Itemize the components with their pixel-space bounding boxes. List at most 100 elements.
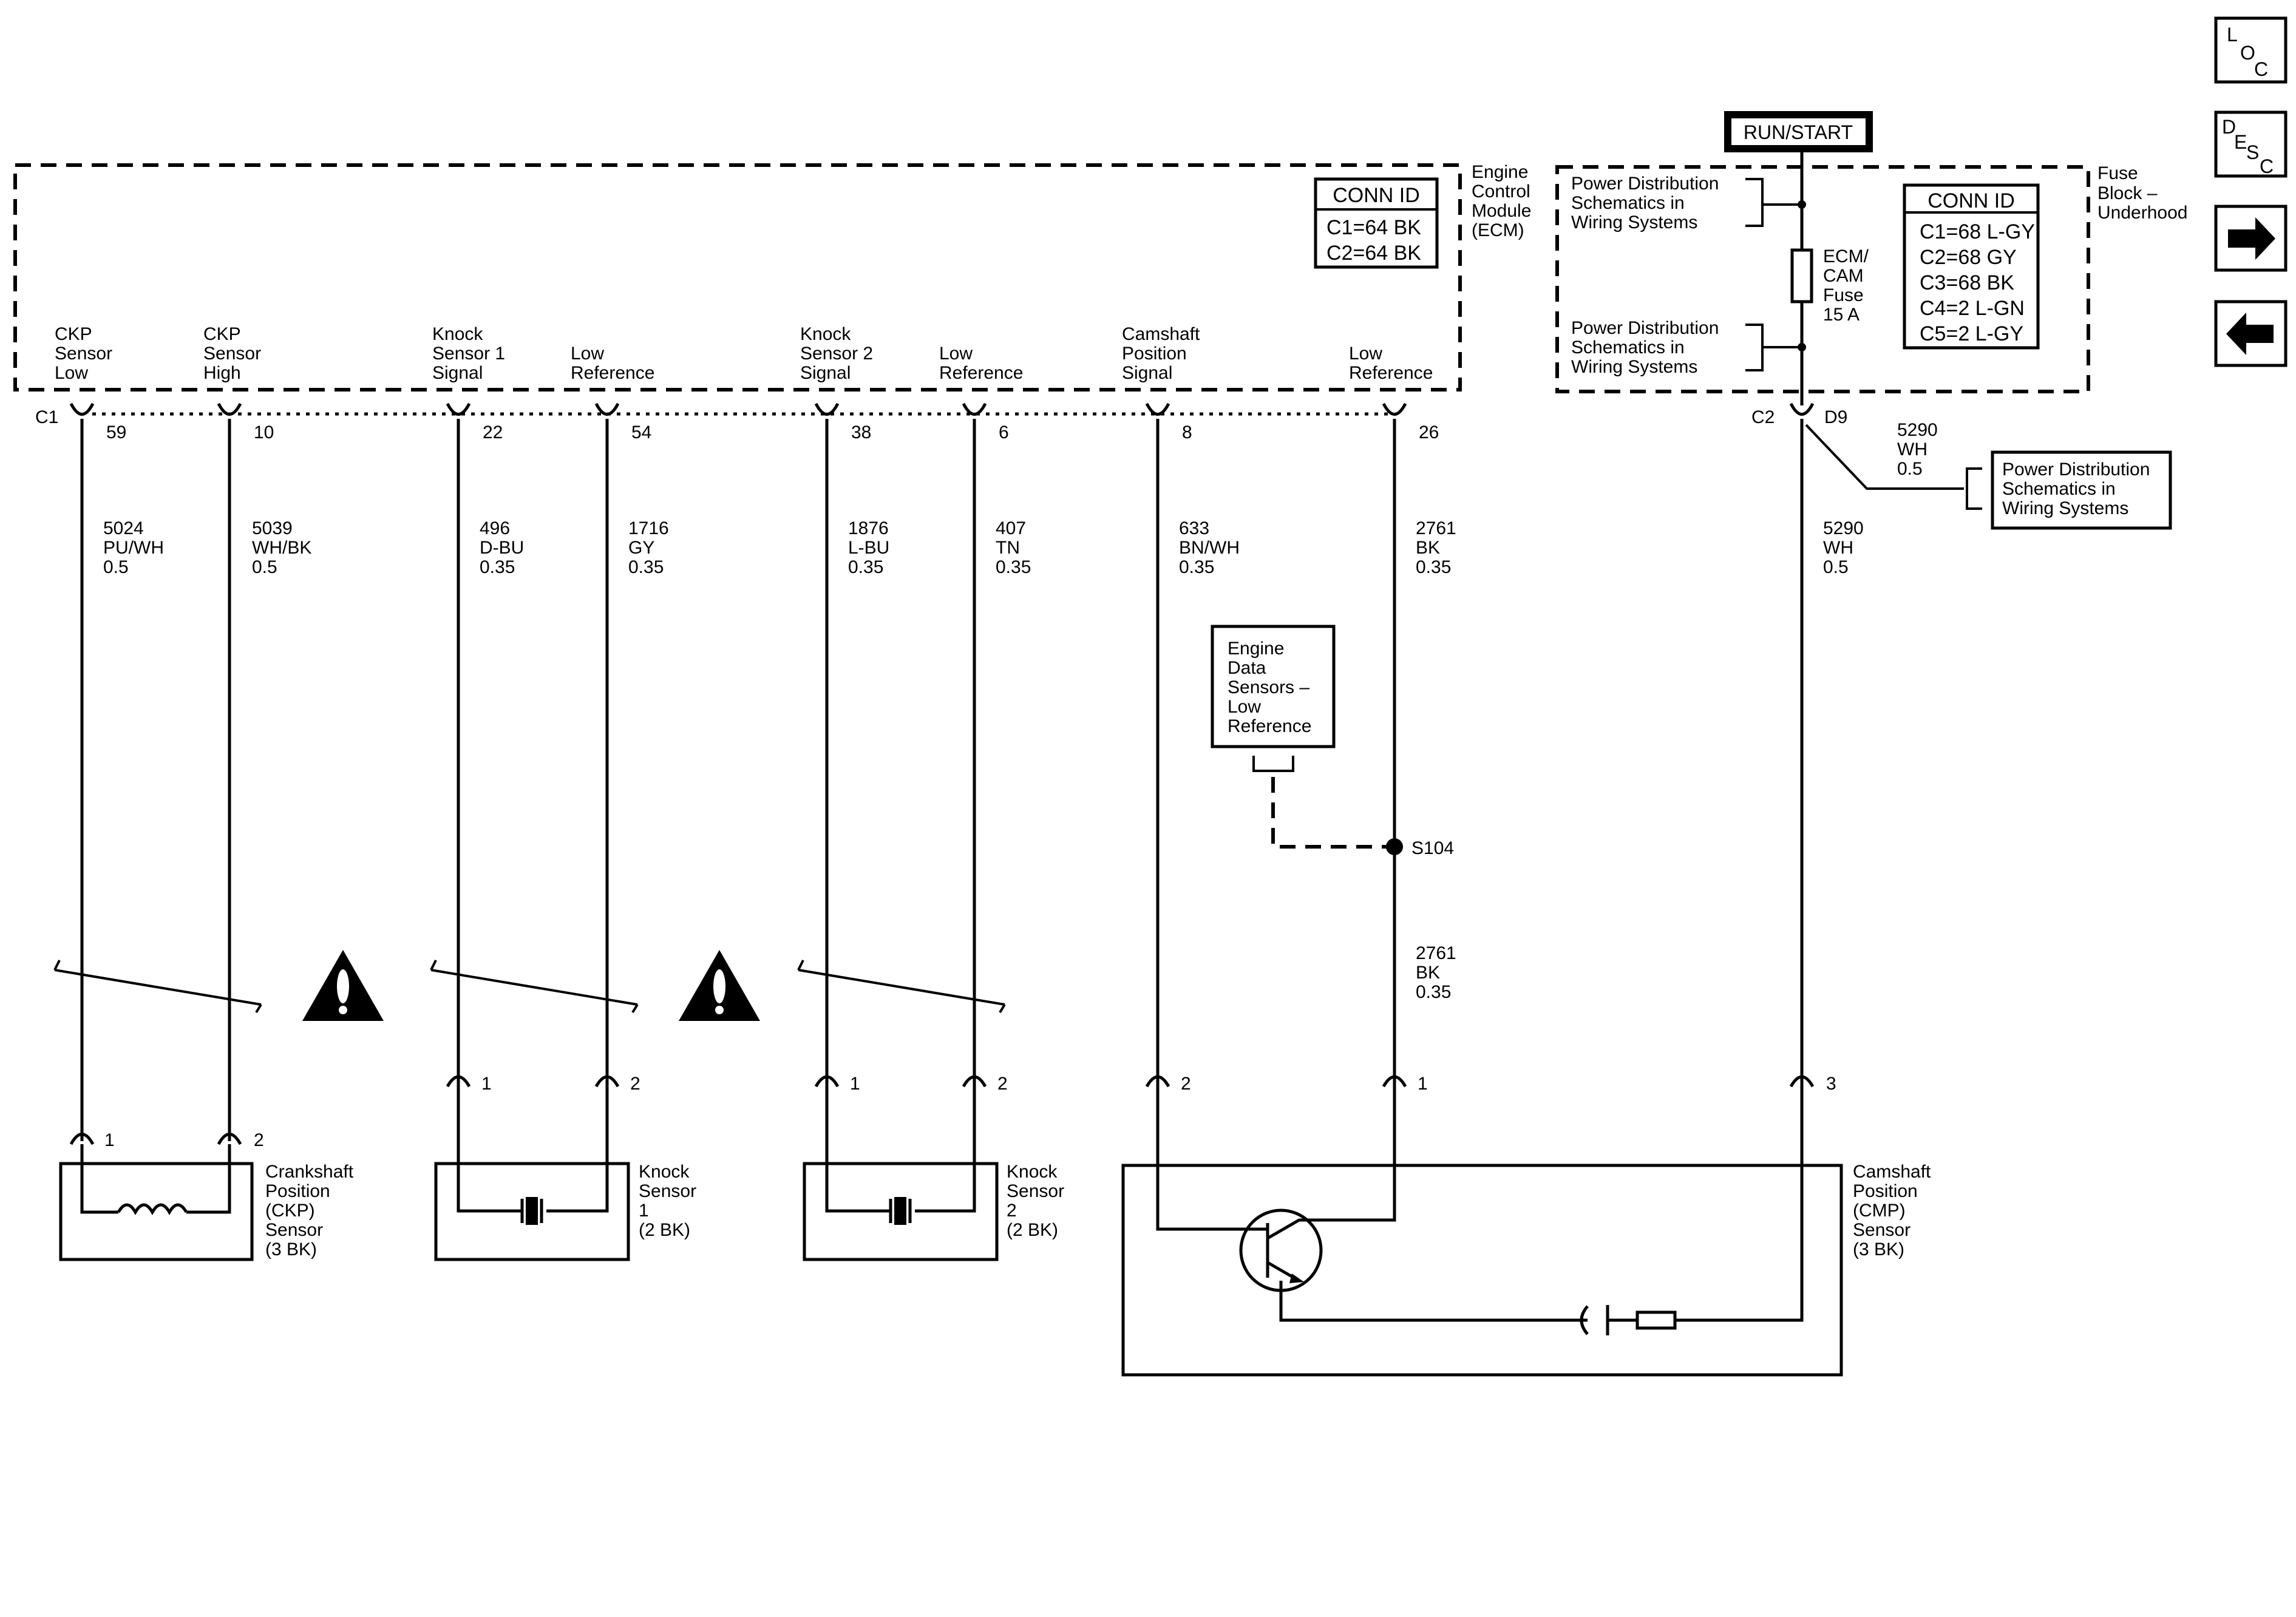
svg-text:5290: 5290	[1897, 420, 1938, 440]
desc-button[interactable]: D E S C	[2214, 110, 2288, 178]
ecm-pin-numbers: 59 10 22 54 38 6 8 26	[106, 422, 1439, 442]
splice-s104	[1386, 838, 1403, 855]
fuse-junction-dot	[1798, 343, 1806, 351]
svg-text:1: 1	[639, 1201, 649, 1221]
svg-text:5290: 5290	[1823, 518, 1864, 538]
svg-text:(3 BK): (3 BK)	[1853, 1239, 1904, 1259]
svg-text:Underhood: Underhood	[2097, 203, 2187, 223]
svg-text:CONN ID: CONN ID	[1927, 189, 2015, 212]
svg-text:Block –: Block –	[2097, 183, 2158, 203]
power-distribution-ref-1: Power Distribution Schematics in Wiring …	[1571, 174, 1802, 232]
svg-text:C1=68 L-GY: C1=68 L-GY	[1920, 220, 2035, 243]
piezo-crystal-icon	[526, 1197, 538, 1225]
svg-text:26: 26	[1419, 422, 1439, 442]
svg-text:0.35: 0.35	[480, 557, 515, 577]
svg-text:3: 3	[1826, 1074, 1836, 1094]
svg-text:D-BU: D-BU	[480, 538, 524, 558]
svg-text:CONN ID: CONN ID	[1333, 184, 1420, 207]
fuse-block-wire-label: 5290 WH 0.5	[1823, 518, 1864, 577]
svg-text:CKP: CKP	[203, 324, 241, 344]
svg-text:(CKP): (CKP)	[265, 1201, 315, 1221]
fuse-block-pin: D9	[1824, 407, 1847, 427]
next-button[interactable]	[2214, 205, 2288, 272]
svg-text:1: 1	[104, 1130, 115, 1150]
svg-text:WH/BK: WH/BK	[252, 538, 311, 558]
twisted-pair-marks	[53, 960, 1006, 1014]
svg-text:Control: Control	[1472, 181, 1530, 202]
svg-text:Power Distribution: Power Distribution	[1571, 174, 1719, 194]
svg-text:Sensor: Sensor	[1007, 1181, 1064, 1201]
svg-text:E: E	[2234, 131, 2247, 153]
svg-text:0.35: 0.35	[1179, 557, 1214, 577]
ecm-pin-terminals	[69, 402, 1407, 416]
svg-text:0.5: 0.5	[252, 557, 277, 577]
svg-text:Position: Position	[1122, 344, 1187, 364]
svg-text:Reference: Reference	[571, 363, 654, 383]
svg-text:Fuse: Fuse	[1823, 285, 1864, 305]
svg-text:0.35: 0.35	[1416, 982, 1451, 1002]
svg-text:1716: 1716	[628, 518, 669, 538]
splice-dashed-link	[1271, 777, 1394, 849]
svg-text:WH: WH	[1897, 439, 1927, 459]
svg-text:Sensor 1: Sensor 1	[432, 344, 505, 364]
power-distribution-ref-3: Power Distribution Schematics in Wiring …	[1966, 450, 2172, 530]
svg-text:L: L	[2227, 24, 2238, 46]
svg-text:BK: BK	[1416, 963, 1440, 983]
svg-text:Position: Position	[1853, 1181, 1918, 1201]
run-start-button[interactable]: RUN/START	[1724, 111, 1873, 152]
svg-text:15 A: 15 A	[1823, 305, 1860, 325]
svg-text:0.5: 0.5	[103, 557, 129, 577]
svg-text:Reference: Reference	[1349, 363, 1433, 383]
svg-text:Engine: Engine	[1228, 639, 1284, 659]
fuse-block-boundary	[1555, 165, 2090, 393]
svg-text:Wiring Systems: Wiring Systems	[1571, 212, 1697, 232]
power-distribution-ref-2: Power Distribution Schematics in Wiring …	[1571, 318, 1802, 377]
arrow-right-icon	[2228, 217, 2275, 260]
svg-text:Power Distribution: Power Distribution	[2002, 459, 2150, 480]
svg-text:S: S	[2246, 141, 2259, 163]
warning-triangle-icon	[302, 950, 384, 1021]
svg-text:Position: Position	[265, 1181, 330, 1201]
svg-text:2: 2	[630, 1074, 640, 1094]
svg-text:Sensor 2: Sensor 2	[800, 344, 873, 364]
svg-text:C4=2 L-GN: C4=2 L-GN	[1920, 297, 2025, 320]
svg-text:496: 496	[480, 518, 510, 538]
svg-text:5024: 5024	[103, 518, 144, 538]
fuse-block-title: Fuse Block – Underhood	[2097, 163, 2187, 223]
svg-text:Camshaft: Camshaft	[1853, 1162, 1931, 1182]
knock-sensor-1: Knock Sensor 1 (2 BK)	[434, 1086, 696, 1261]
svg-text:Reference: Reference	[1228, 716, 1311, 736]
loc-button[interactable]: L O C	[2214, 16, 2288, 84]
ecm-pin-labels: CKP Sensor Low CKP Sensor High Knock Sen…	[55, 324, 1433, 383]
arrow-left-icon	[2226, 313, 2274, 355]
engine-data-sensors-ref-box: Engine Data Sensors – Low Reference	[1211, 625, 1336, 772]
svg-text:Sensor: Sensor	[203, 344, 261, 364]
svg-text:Schematics in: Schematics in	[1571, 193, 1685, 213]
svg-text:Engine: Engine	[1472, 162, 1528, 182]
ecm-title: Engine Control Module (ECM)	[1472, 162, 1531, 240]
svg-text:Sensor: Sensor	[265, 1220, 323, 1240]
sensor-terminals: 1 2 1 2 2 1 3	[446, 1074, 1836, 1094]
svg-text:RUN/START: RUN/START	[1744, 121, 1853, 143]
svg-text:1876: 1876	[848, 518, 889, 538]
svg-text:Module: Module	[1472, 201, 1531, 221]
svg-text:Low: Low	[939, 344, 973, 364]
svg-text:TN: TN	[996, 538, 1020, 558]
svg-text:High: High	[203, 363, 241, 383]
splice-label: S104	[1411, 838, 1454, 858]
svg-text:CAM: CAM	[1823, 266, 1864, 286]
svg-text:Sensor: Sensor	[1853, 1220, 1911, 1240]
svg-text:0.5: 0.5	[1897, 459, 1923, 479]
svg-text:633: 633	[1179, 518, 1209, 538]
prev-button[interactable]	[2214, 300, 2288, 367]
svg-text:O: O	[2240, 42, 2255, 64]
svg-text:0.5: 0.5	[1823, 557, 1849, 577]
svg-text:Sensor: Sensor	[55, 344, 112, 364]
svg-text:10: 10	[254, 422, 274, 442]
branch-wire-label: 5290 WH 0.5	[1897, 420, 1938, 479]
svg-text:Sensors –: Sensors –	[1228, 677, 1309, 697]
svg-text:Knock: Knock	[639, 1162, 690, 1182]
svg-text:Low: Low	[571, 344, 604, 364]
fuse-junction-dot	[1798, 200, 1806, 209]
